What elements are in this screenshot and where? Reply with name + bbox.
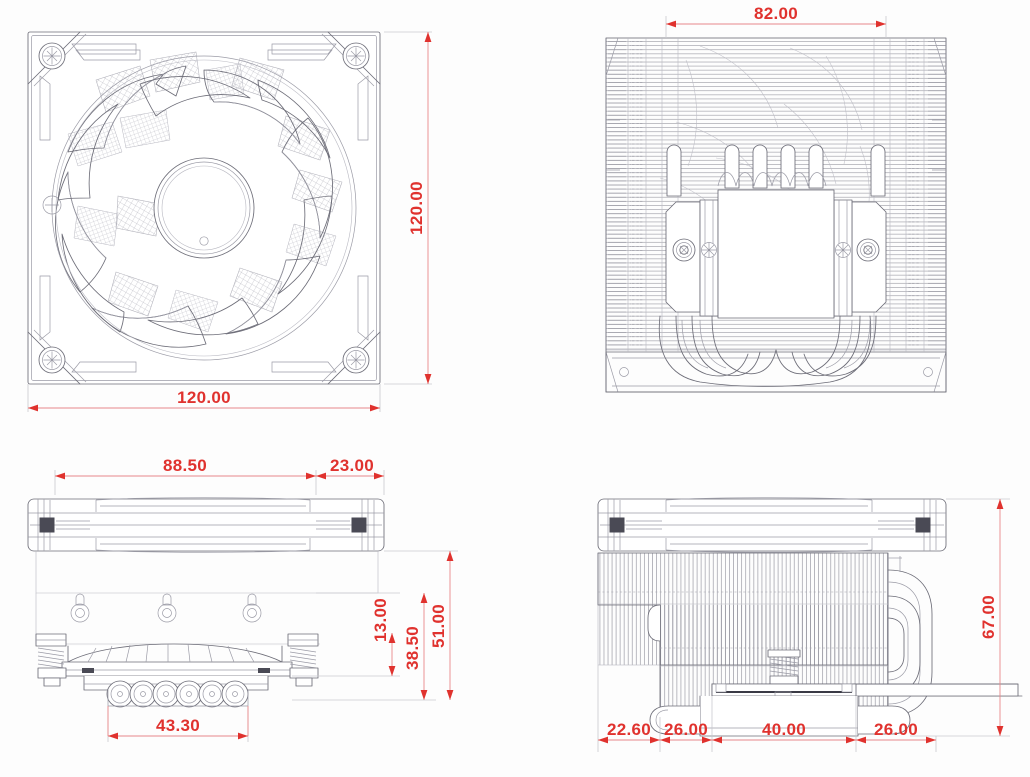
dimension-overall-height: 67.00 bbox=[910, 498, 1010, 737]
spring-mount-right bbox=[287, 633, 319, 687]
dimension-body-width: 88.50 bbox=[54, 456, 317, 495]
dim-label-seg-right: 26.00 bbox=[874, 720, 918, 739]
fan-connector-side-right bbox=[915, 517, 931, 533]
dimension-heatpipe-span: 43.30 bbox=[107, 706, 249, 742]
bottom-plate-hole-left bbox=[619, 367, 629, 377]
bracket-screw-outer-right bbox=[856, 238, 880, 262]
fan-corner-screws bbox=[38, 42, 370, 374]
dimension-base-height: 13.00 bbox=[292, 592, 400, 677]
dimension-bracket-span: 82.00 bbox=[665, 4, 887, 38]
dimension-total-height: 51.00 bbox=[384, 550, 458, 700]
view-side-elevation: 67.00 22.60 26.00 bbox=[597, 497, 1023, 752]
fin-separators bbox=[627, 38, 925, 352]
fin-side-blocks bbox=[608, 40, 946, 348]
cold-plate-assembly-side bbox=[649, 649, 1023, 737]
screw-top-right bbox=[342, 42, 370, 70]
fan-connector-side-left bbox=[609, 517, 625, 533]
dim-label-base-height: 13.00 bbox=[371, 598, 390, 642]
front-screw-3 bbox=[242, 593, 262, 623]
dim-label-seg-center: 40.00 bbox=[762, 720, 806, 739]
screw-bottom-right bbox=[342, 346, 370, 374]
mounting-bracket bbox=[665, 189, 887, 319]
bracket-screw-inner-left bbox=[701, 242, 717, 258]
dimension-fan-height: 120.00 bbox=[384, 31, 432, 385]
heat-pipe-cross-sections bbox=[106, 680, 249, 708]
bottom-plate-hole-right bbox=[923, 367, 933, 377]
heat-pipe-xs-1 bbox=[106, 680, 134, 708]
heatsink-block-front bbox=[35, 551, 379, 645]
dimension-offset-left: 22.60 bbox=[598, 720, 660, 744]
fan-connector-right bbox=[351, 517, 367, 533]
view-front-fan: 120.00 120.00 bbox=[27, 31, 432, 412]
front-screw-1 bbox=[70, 593, 90, 623]
screw-bottom-left bbox=[38, 346, 66, 374]
bracket-screw-outer-left bbox=[672, 238, 696, 262]
heat-pipe-xs-5 bbox=[198, 680, 226, 708]
heat-pipe-scallops bbox=[717, 172, 827, 187]
fan-blades bbox=[55, 65, 333, 348]
spring-mount-left bbox=[35, 633, 67, 687]
dimension-seg-left: 26.00 bbox=[660, 720, 712, 744]
fan-frame-struts bbox=[39, 43, 369, 373]
fan-hub bbox=[153, 157, 255, 259]
dimension-overhang-width: 23.00 bbox=[316, 456, 385, 495]
dim-label-body-width: 88.50 bbox=[163, 456, 207, 475]
screw-top-left bbox=[38, 42, 66, 70]
front-screw-holes bbox=[70, 593, 262, 623]
cold-plate-assembly-front bbox=[61, 643, 293, 691]
view-front-elevation: 88.50 23.00 13.00 bbox=[27, 456, 458, 742]
dim-label-fan-width: 120.00 bbox=[177, 388, 231, 407]
dimension-mid-height: 38.50 bbox=[292, 593, 436, 701]
heat-pipe-xs-4 bbox=[175, 680, 203, 708]
dim-label-seg-left: 26.00 bbox=[664, 720, 708, 739]
heat-pipe-bend-inner-lines bbox=[681, 319, 871, 369]
dim-label-offset-left: 22.60 bbox=[607, 720, 651, 739]
heat-pipe-xs-3 bbox=[152, 680, 180, 708]
dimension-seg-right: 26.00 bbox=[856, 720, 936, 744]
dim-label-heatpipe-span: 43.30 bbox=[156, 716, 200, 735]
bracket-screws bbox=[672, 238, 880, 262]
view-rear-heatsink: 82.00 bbox=[605, 4, 947, 393]
fan-edge-body-side bbox=[597, 497, 947, 553]
dim-label-fan-height: 120.00 bbox=[407, 181, 426, 235]
fan-edge-body bbox=[27, 497, 385, 553]
dimension-chain-bottom: 22.60 26.00 40.00 26.00 bbox=[597, 665, 937, 752]
bracket-screw-inner-right bbox=[835, 242, 851, 258]
dim-label-overhang-width: 23.00 bbox=[330, 456, 374, 475]
dim-label-overall-height: 67.00 bbox=[979, 595, 998, 639]
heat-pipe-xs-6 bbox=[221, 680, 249, 708]
dim-label-bracket-span: 82.00 bbox=[754, 4, 798, 23]
heat-pipe-bends-rear bbox=[658, 315, 877, 387]
dimension-fan-width: 120.00 bbox=[27, 384, 381, 412]
dim-label-total-height: 51.00 bbox=[429, 604, 448, 648]
front-screw-2 bbox=[157, 593, 177, 623]
dim-label-mid-height: 38.50 bbox=[403, 626, 422, 670]
heat-pipe-tops bbox=[666, 144, 886, 197]
dimension-seg-center: 40.00 bbox=[712, 720, 856, 744]
heat-pipe-xs-2 bbox=[129, 680, 157, 708]
hub-marker-hole bbox=[199, 236, 209, 246]
fan-connector-left bbox=[39, 517, 55, 533]
